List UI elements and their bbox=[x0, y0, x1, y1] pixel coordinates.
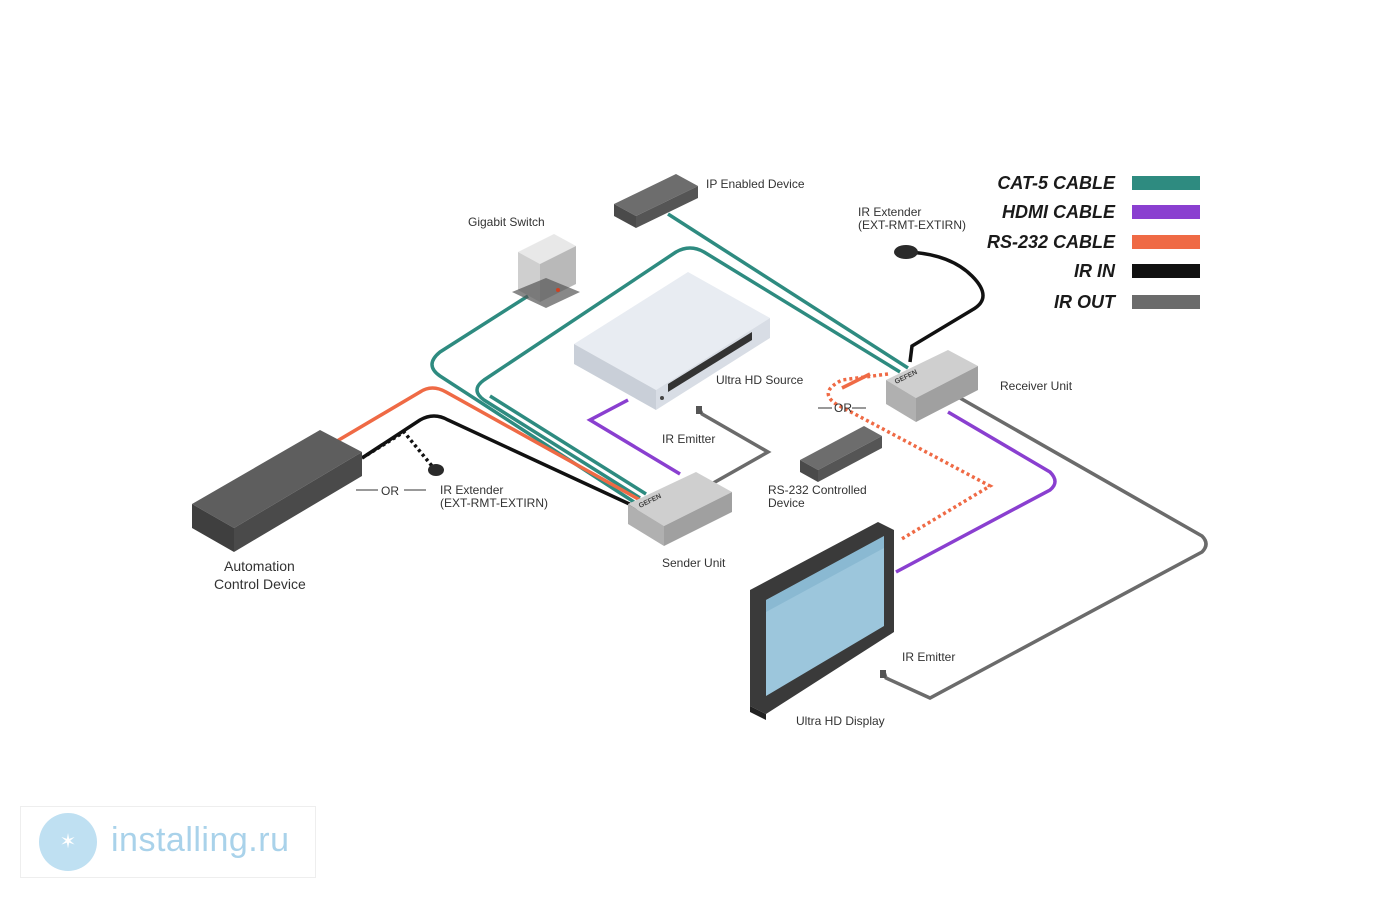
or-label-tx: OR bbox=[381, 484, 399, 498]
rs232-device-label-1: RS-232 Controlled bbox=[768, 483, 867, 497]
or-label-rx: OR bbox=[834, 401, 852, 415]
globe-icon: ✶ bbox=[39, 813, 97, 871]
or-divider-tx: OR bbox=[356, 484, 426, 498]
uhd-display-label: Ultra HD Display bbox=[796, 714, 885, 728]
cat5-sender-extra bbox=[489, 394, 647, 496]
rs232-receiver-to-device bbox=[841, 372, 871, 390]
ir-emitter-rx-label: IR Emitter bbox=[902, 650, 955, 664]
ir-extender-rx-label-2: (EXT-RMT-EXTIRN) bbox=[858, 218, 966, 232]
watermark-text: installing.ru bbox=[111, 821, 290, 859]
rs232-receiver-to-display-dotted bbox=[826, 372, 994, 542]
ir-emitter-tx-icon bbox=[696, 406, 702, 414]
legend-swatch bbox=[1132, 295, 1200, 309]
sender-unit-label: Sender Unit bbox=[662, 556, 726, 570]
uhd-source bbox=[574, 272, 770, 410]
ip-enabled-device bbox=[614, 174, 698, 228]
ir-extender-tx-label-2: (EXT-RMT-EXTIRN) bbox=[440, 496, 548, 510]
cat5-ip-to-receiver bbox=[667, 212, 909, 370]
legend-swatch bbox=[1132, 235, 1200, 249]
ir-extender-tx-label-1: IR Extender bbox=[440, 483, 503, 497]
legend-swatch bbox=[1132, 205, 1200, 219]
watermark: ✶ installing.ru bbox=[20, 806, 316, 878]
gigabit-switch-label: Gigabit Switch bbox=[468, 215, 545, 229]
hdmi-source-to-sender bbox=[586, 398, 681, 476]
rs232-device-label-2: Device bbox=[768, 496, 805, 510]
uhd-source-label: Ultra HD Source bbox=[716, 373, 804, 387]
sender-unit: GEFEN bbox=[628, 472, 732, 546]
receiver-unit-label: Receiver Unit bbox=[1000, 379, 1073, 393]
automation-label-1: Automation bbox=[224, 558, 295, 574]
cat5-sender-to-receiver bbox=[475, 246, 901, 500]
legend-swatch bbox=[1132, 264, 1200, 278]
cat5-cables bbox=[430, 212, 909, 504]
legend-label: IR OUT bbox=[1054, 292, 1117, 312]
legend-swatch bbox=[1132, 176, 1200, 190]
hdmi-receiver-to-display bbox=[895, 410, 1057, 574]
automation-control-device bbox=[192, 430, 362, 552]
ir-extender-rx-icon bbox=[894, 245, 918, 259]
or-divider-rx: OR bbox=[818, 401, 866, 415]
uhd-display bbox=[750, 522, 894, 720]
ir-extender-rx-label-1: IR Extender bbox=[858, 205, 921, 219]
legend-label: HDMI CABLE bbox=[1002, 202, 1116, 222]
legend-label: CAT-5 CABLE bbox=[997, 173, 1116, 193]
legend-label: RS-232 CABLE bbox=[987, 232, 1116, 252]
ir-in-extender-to-receiver bbox=[907, 250, 985, 363]
ir-out-receiver-to-display-emitter bbox=[882, 396, 1208, 700]
ir-extender-tx-icon bbox=[428, 464, 444, 476]
rs232-device bbox=[800, 426, 882, 482]
ir-emitter-tx-label: IR Emitter bbox=[662, 432, 715, 446]
gigabit-switch bbox=[512, 234, 580, 308]
ir-emitter-rx-icon bbox=[880, 670, 886, 678]
automation-label-2: Control Device bbox=[214, 576, 306, 592]
cat5-sender-to-switch bbox=[430, 294, 635, 504]
ir-in-dotted-automation bbox=[361, 429, 434, 468]
ir-out-sender-to-emitter bbox=[698, 409, 772, 488]
ip-device-label: IP Enabled Device bbox=[706, 177, 805, 191]
legend-label: IR IN bbox=[1074, 261, 1116, 281]
ir-in-automation-to-sender bbox=[361, 414, 639, 510]
rs232-automation-to-sender bbox=[331, 386, 641, 502]
legend: CAT-5 CABLE HDMI CABLE RS-232 CABLE IR IN IR… bbox=[987, 173, 1200, 312]
